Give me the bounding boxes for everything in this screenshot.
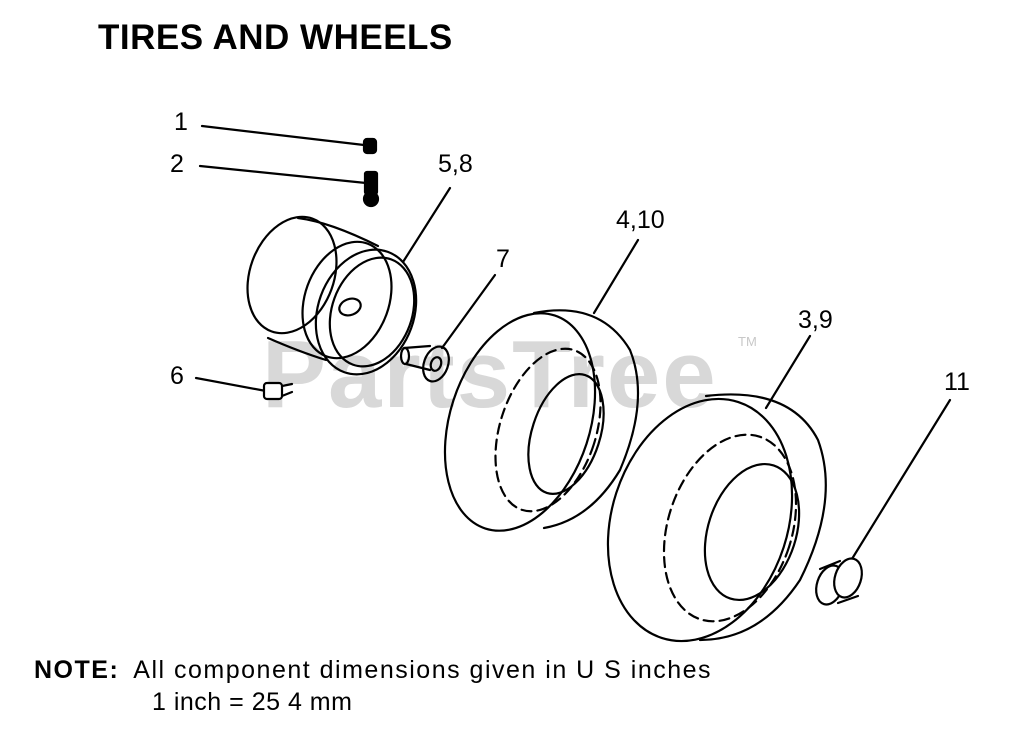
note-line-1: NOTE: All component dimensions given in U…	[34, 656, 712, 685]
callout-1: 1	[174, 108, 188, 136]
bolt-part	[262, 381, 294, 401]
callout-7: 7	[496, 245, 510, 273]
note-text: All component dimensions given in U S in…	[133, 656, 713, 684]
leader-line-11	[845, 398, 952, 569]
callout-3-9: 3,9	[798, 306, 833, 334]
leader-line-7	[440, 273, 497, 350]
note-label: NOTE:	[34, 656, 120, 684]
callout-2: 2	[170, 150, 184, 178]
note-line-2: 1 inch = 25 4 mm	[152, 688, 353, 716]
wheel-rim-part	[246, 215, 418, 376]
bushing-part	[399, 344, 450, 383]
leader-line-1	[200, 124, 366, 147]
watermark-trademark: TM	[738, 334, 757, 349]
diagram-title: TIRES AND WHEELS	[98, 18, 453, 57]
leader-line-2	[198, 164, 368, 185]
hub-cap-part	[815, 557, 863, 606]
valve-cap-part	[362, 137, 378, 155]
callout-11: 11	[944, 368, 970, 396]
leader-line-6	[194, 376, 268, 393]
callout-6: 6	[170, 362, 184, 390]
tire-front-part	[443, 309, 640, 532]
callout-4-10: 4,10	[616, 206, 665, 234]
tire-rear-part	[606, 393, 827, 643]
leader-line-5-8	[401, 186, 452, 264]
leader-line-4-10	[592, 238, 640, 315]
callout-5-8: 5,8	[438, 150, 473, 178]
valve-stem-part	[362, 170, 380, 208]
leader-line-3-9	[764, 334, 812, 410]
